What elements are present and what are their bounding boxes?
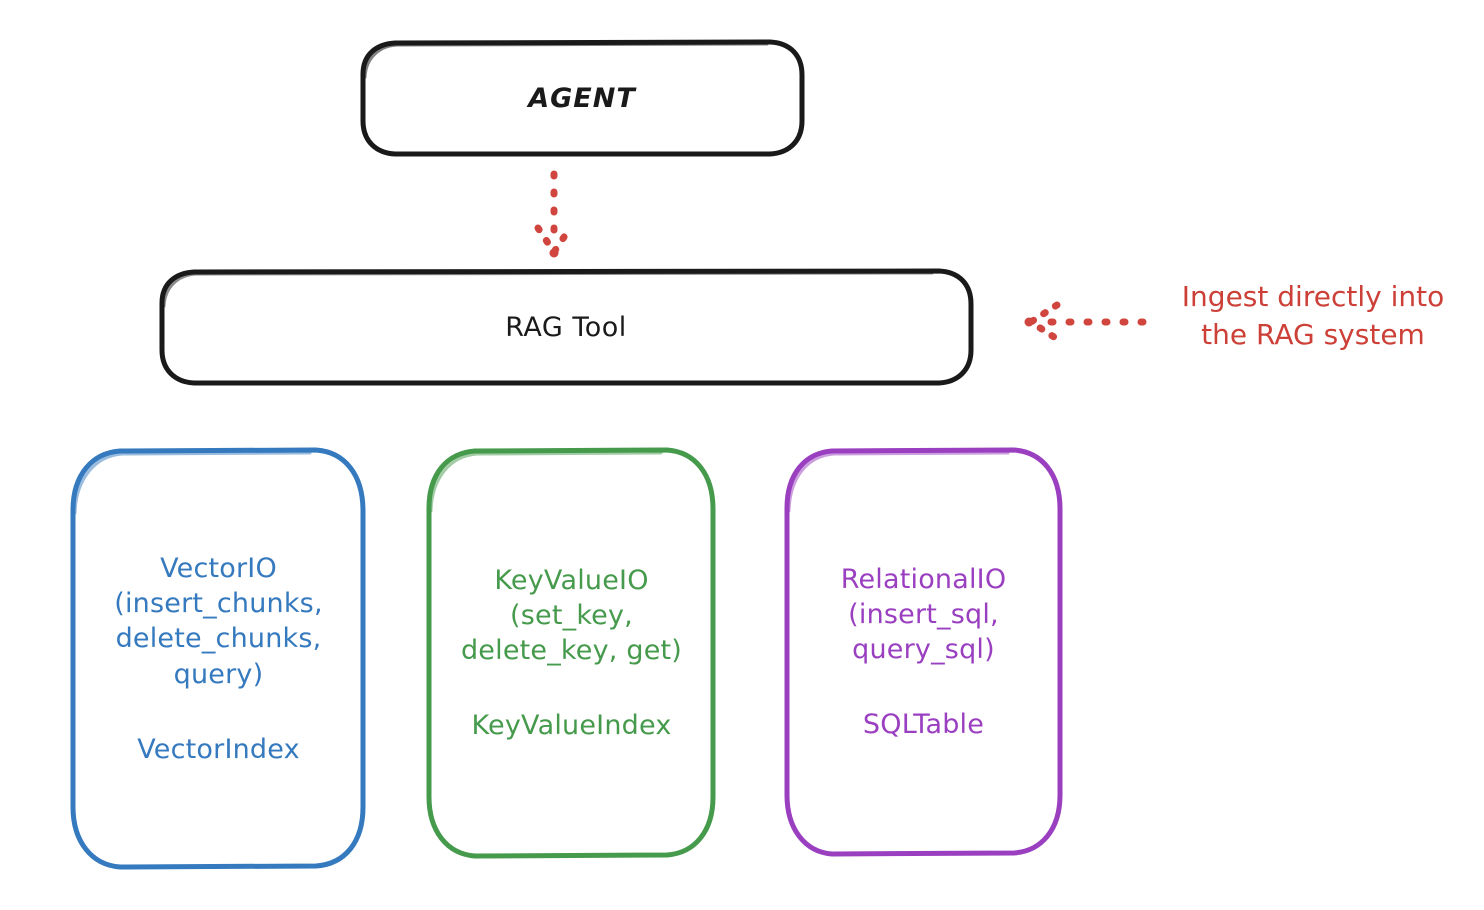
key-value-io-index: KeyValueIndex xyxy=(471,710,672,742)
ingest-annotation-line-2: the RAG system xyxy=(1201,317,1425,351)
rag-tool-box-outline xyxy=(159,268,974,386)
node-relational-io[interactable]: RelationalIO (insert_sql, query_sql) SQL… xyxy=(784,447,1063,857)
agent-box-outline xyxy=(360,39,805,157)
relational-io-box-outline xyxy=(784,447,1063,857)
node-rag-tool-label: RAG Tool xyxy=(505,311,627,343)
relational-io-interface: RelationalIO (insert_sql, query_sql) xyxy=(840,563,1007,665)
relational-io-index: SQLTable xyxy=(862,709,985,741)
edge-ingest-annotation-arrow xyxy=(1024,301,1147,343)
node-agent[interactable]: AGENT xyxy=(357,39,807,157)
node-agent-label: AGENT xyxy=(528,82,636,114)
node-vector-io[interactable]: VectorIO (insert_chunks, delete_chunks, … xyxy=(70,447,366,870)
edge-agent-to-rag-tool-arrow xyxy=(534,170,574,258)
vector-io-interface: VectorIO (insert_chunks, delete_chunks, … xyxy=(114,553,323,690)
node-rag-tool[interactable]: RAG Tool xyxy=(156,268,976,386)
node-vector-io-body: VectorIO (insert_chunks, delete_chunks, … xyxy=(114,551,322,766)
vector-io-index: VectorIndex xyxy=(137,733,300,765)
key-value-io-box-outline xyxy=(426,447,716,859)
vector-io-box-outline xyxy=(70,447,366,870)
ingest-annotation: Ingest directly into the RAG system xyxy=(1148,278,1478,354)
ingest-annotation-line-1: Ingest directly into xyxy=(1181,280,1445,313)
node-key-value-io[interactable]: KeyValueIO (set_key, delete_key, get) Ke… xyxy=(426,447,716,859)
key-value-io-interface: KeyValueIO (set_key, delete_key, get) xyxy=(460,564,683,666)
node-relational-io-body: RelationalIO (insert_sql, query_sql) SQL… xyxy=(841,562,1007,742)
node-key-value-io-body: KeyValueIO (set_key, delete_key, get) Ke… xyxy=(461,563,682,743)
